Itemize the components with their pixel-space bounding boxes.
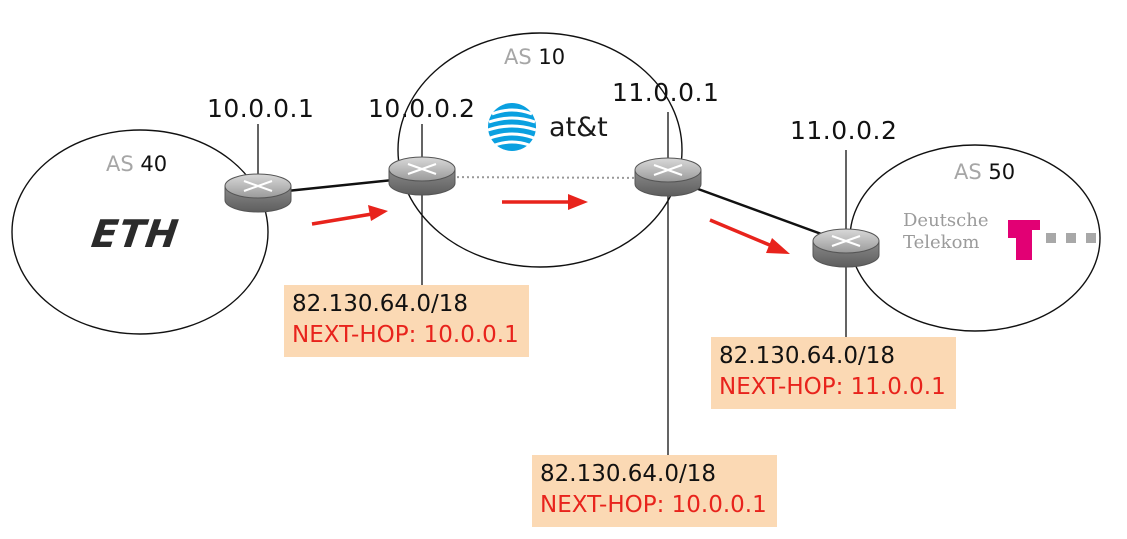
route-box-r4: 82.130.64.0/18 NEXT-HOP: 11.0.0.1	[711, 337, 956, 409]
router-r1	[224, 173, 292, 213]
telekom-t-icon	[1008, 220, 1096, 260]
as10-word: AS	[504, 45, 532, 69]
link-r2-r3-ibgp	[421, 176, 669, 179]
router-r3	[634, 157, 702, 197]
as40-label: AS 40	[106, 152, 167, 176]
route-next-hop: NEXT-HOP: 10.0.0.1	[540, 492, 767, 518]
as50-number: 50	[988, 160, 1016, 184]
router-r2-ip: 10.0.0.2	[368, 94, 476, 123]
route-prefix: 82.130.64.0/18	[292, 291, 469, 317]
router-r3-ip: 11.0.0.1	[612, 78, 720, 107]
deutsche-telekom-logo-text: Deutsche Telekom	[903, 210, 988, 254]
route-box-r2: 82.130.64.0/18 NEXT-HOP: 10.0.0.1	[284, 285, 529, 357]
att-globe-icon	[487, 103, 537, 151]
as40-boundary	[11, 129, 269, 335]
as50-word: AS	[954, 160, 982, 184]
route-next-hop: NEXT-HOP: 10.0.0.1	[292, 322, 519, 348]
dt-line-1: Deutsche	[903, 210, 989, 231]
dt-line-2: Telekom	[903, 232, 980, 253]
eth-logo: ETH	[88, 212, 182, 256]
router-r4-ip: 11.0.0.2	[790, 116, 898, 145]
arrow-r2-to-r3	[502, 194, 588, 210]
as10-number: 10	[538, 45, 566, 69]
as40-number: 40	[140, 152, 168, 176]
route-next-hop: NEXT-HOP: 11.0.0.1	[719, 374, 946, 400]
as10-boundary	[397, 32, 683, 268]
route-prefix: 82.130.64.0/18	[540, 461, 717, 487]
as40-word: AS	[106, 152, 134, 176]
arrow-r1-to-r2	[311, 205, 388, 226]
route-box-r3: 82.130.64.0/18 NEXT-HOP: 10.0.0.1	[532, 455, 777, 527]
as10-label: AS 10	[504, 45, 565, 69]
as50-label: AS 50	[954, 160, 1015, 184]
router-r2	[388, 156, 456, 196]
att-logo-text: at&t	[549, 112, 608, 143]
router-r1-ip: 10.0.0.1	[207, 94, 315, 123]
arrow-r3-to-r4	[709, 218, 790, 254]
router-r4	[812, 228, 880, 268]
route-prefix: 82.130.64.0/18	[719, 343, 896, 369]
